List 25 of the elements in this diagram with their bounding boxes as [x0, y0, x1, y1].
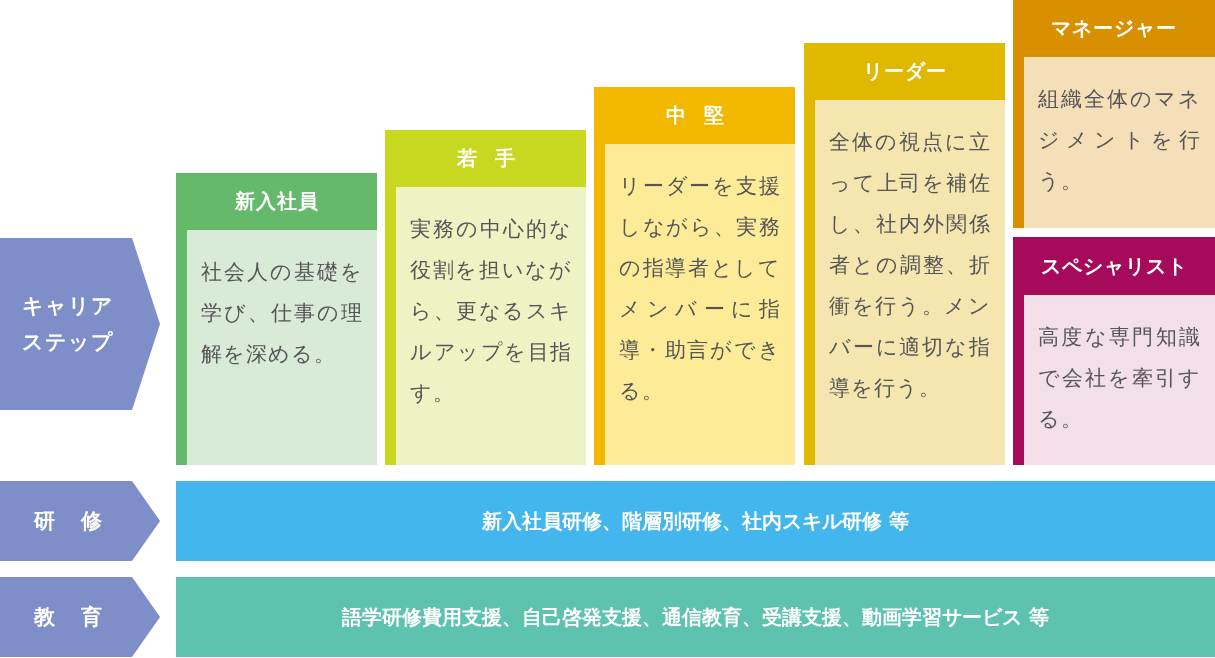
career-step-card	[1013, 0, 1215, 228]
program-bar	[176, 481, 1215, 561]
step-title: マネージャー	[1050, 15, 1178, 42]
career-step-card	[804, 43, 1005, 465]
step-description: 全体の視点に立って上司を補佐し、社内外関係者との調整、折衝を行う。メンバーに適切な指導を行う。	[829, 129, 991, 402]
step-title: スペシャリスト	[1039, 252, 1189, 280]
career-step-card	[176, 173, 377, 465]
step-description: 実務の中心的な役割を担いながら、更なるスキルアップを目指す。	[410, 216, 572, 407]
row-label: 教育	[32, 604, 129, 631]
career-step-card	[385, 130, 586, 465]
career-step-card	[1013, 237, 1215, 465]
step-title: 新入社員	[233, 188, 320, 215]
step-title: 中堅	[664, 102, 743, 129]
program-list-text: 語学研修費用支援、自己啓発支援、通信教育、受講支援、動画学習サービス 等	[342, 603, 1049, 631]
program-list-text: 新入社員研修、階層別研修、社内スキル研修 等	[482, 507, 909, 535]
step-title: リーダー	[861, 58, 948, 85]
program-bar	[176, 577, 1215, 657]
step-description: 社会人の基礎を学び、仕事の理解を深める。	[201, 259, 363, 368]
step-description: リーダーを支援しながら、実務の指導者としてメンバーに指導・助言ができる。	[619, 173, 781, 405]
career-step-card	[594, 87, 795, 465]
step-description: 組織全体のマネジメントを行う。	[1038, 86, 1201, 195]
step-description: 高度な専門知識で会社を牽引する。	[1038, 324, 1201, 433]
row-label: 研修	[33, 508, 129, 535]
step-title: 若手	[455, 145, 534, 172]
row-label: キャリアステップ	[21, 293, 115, 356]
